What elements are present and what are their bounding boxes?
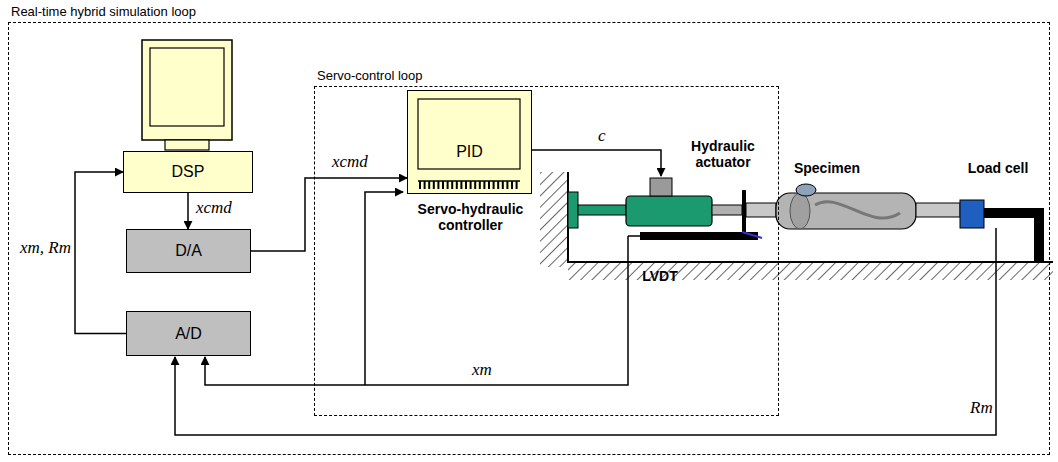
part-label: Specimen [782,160,872,176]
box-label: PID [408,143,531,161]
servo-loop-region: Servo-control loopPIDServo-hydraulic con… [314,86,779,416]
box-label: DSP [172,163,205,181]
hybrid-loop-region: Real-time hybrid simulation loopServo-co… [8,22,1050,455]
hydraulic-actuator [568,178,746,232]
signal-name: Rm [968,398,995,418]
signal-name: xm, Rm [18,238,73,258]
part-label: Load cell [948,160,1048,176]
region-title: Real-time hybrid simulation loop [11,4,196,19]
signal-connector [251,178,407,251]
reaction-frame [540,172,1053,280]
signal-connector [75,172,126,334]
pid-controller: PIDServo-hydraulic controller [407,90,532,194]
signal-name: c [596,126,608,146]
signal-connector [187,193,189,229]
computer-body [408,91,530,192]
region-title: Servo-control loop [317,68,423,83]
dsp-box: DSP [123,151,253,193]
ad-converter: A/D [126,311,251,356]
box-label: A/D [175,325,202,343]
signal-name: xm [470,360,494,380]
lvdt-sensor [628,232,762,262]
signal-name: xcmd [194,198,234,218]
signal-wires [175,150,996,435]
load-cell [960,200,1044,262]
signal-name: xcmd [330,152,370,172]
box-label: D/A [175,242,202,260]
part-label: LVDT [630,268,690,284]
da-converter: D/A [126,229,251,273]
part-label: Hydraulic actuator [668,138,778,170]
controller-label: Servo-hydraulic controller [396,201,545,233]
